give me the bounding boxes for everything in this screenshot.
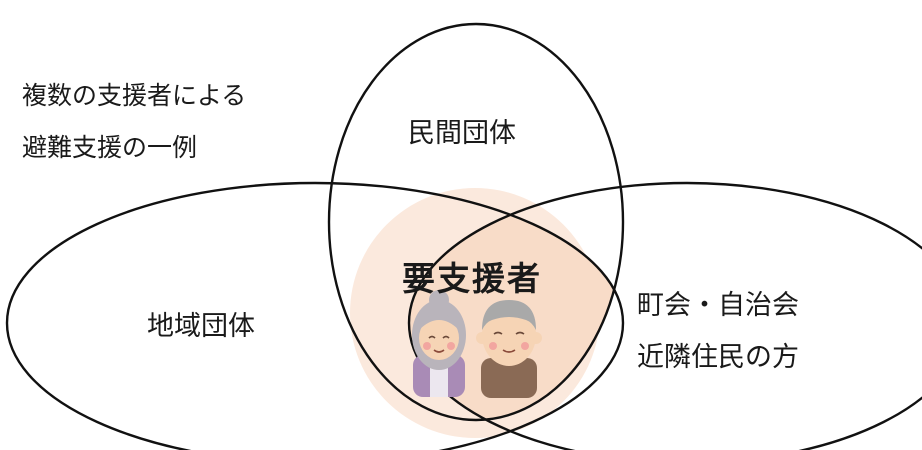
left-set-ellipse	[5, 181, 625, 450]
right-set-label-line-1: 町会・自治会	[637, 290, 799, 321]
top-set-label: 民間団体	[408, 118, 516, 149]
left-set-label: 地域団体	[147, 311, 255, 342]
center-label: 要支援者	[402, 259, 542, 298]
right-set-label-line-2: 近隣住民の方	[637, 342, 799, 373]
elderly-woman-icon	[412, 290, 466, 397]
diagram-caption: 複数の支援者による 避難支援の一例	[22, 70, 246, 174]
caption-line-1: 複数の支援者による	[22, 81, 247, 110]
top-set-ellipse	[327, 22, 625, 422]
elderly-man-icon	[476, 300, 542, 398]
caption-line-2: 避難支援の一例	[22, 133, 198, 162]
right-set-label: 町会・自治会 近隣住民の方	[637, 280, 799, 384]
right-set-ellipse	[407, 181, 922, 450]
